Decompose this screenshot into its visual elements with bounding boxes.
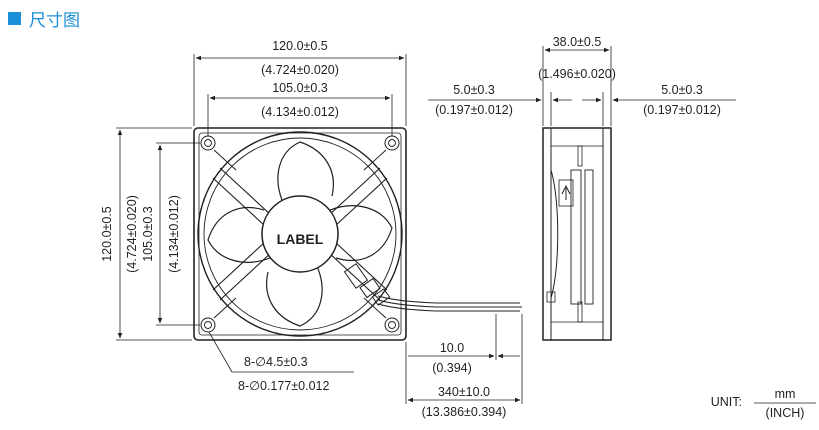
hole-pitch-width-inch: (4.134±0.012) [261, 105, 339, 119]
overall-height-inch: (4.724±0.020) [125, 195, 139, 273]
fan-frame-outer [193, 127, 407, 341]
side-outline [542, 127, 612, 341]
overall-width-mm: 120.0±0.5 [272, 39, 328, 53]
flange-left-mm: 5.0±0.3 [453, 83, 495, 97]
fan-label-text: LABEL [277, 231, 324, 247]
fan-frame-inner [198, 132, 402, 336]
flange-right-inch: (0.197±0.012) [643, 103, 721, 117]
section-title: 尺寸图 [29, 10, 80, 31]
fan-shroud-outer [197, 131, 403, 337]
wire-clamp [343, 263, 391, 306]
mounting-holes-mm: 8-∅4.5±0.3 [244, 355, 308, 369]
thickness-inch: (1.496±0.020) [538, 67, 616, 81]
unit-bottom: (INCH) [766, 406, 805, 420]
front-dimension-lines [116, 54, 523, 404]
unit-label: UNIT: [711, 395, 742, 409]
corner-ribs [213, 149, 387, 319]
hole-pitch-height-inch: (4.134±0.012) [167, 195, 181, 273]
section-header: 尺寸图 [8, 6, 80, 31]
lead-wires [377, 295, 522, 312]
overall-height-mm: 120.0±0.5 [100, 206, 114, 262]
fan-hub [261, 195, 339, 273]
flange-left-inch: (0.197±0.012) [435, 103, 513, 117]
fan-side-view [542, 127, 612, 341]
side-dimension-lines [428, 46, 736, 126]
fan-blades [207, 141, 393, 327]
unit-top: mm [775, 387, 796, 401]
fan-shroud-inner [203, 137, 397, 331]
flange-right-mm: 5.0±0.3 [661, 83, 703, 97]
hole-pitch-height-mm: 105.0±0.3 [141, 206, 155, 262]
overall-width-inch: (4.724±0.020) [261, 63, 339, 77]
lead-length-inch: (13.386±0.394) [422, 405, 507, 419]
thickness-mm: 38.0±0.5 [553, 35, 602, 49]
mounting-holes-inch: 8-∅0.177±0.012 [238, 379, 329, 393]
lead-strip-inch: (0.394) [432, 361, 472, 375]
square-icon [8, 11, 21, 25]
lead-strip-mm: 10.0 [440, 341, 464, 355]
support-spokes [212, 167, 388, 301]
fan-front-view [193, 127, 407, 341]
lead-length-mm: 340±10.0 [438, 385, 490, 399]
hole-pitch-width-mm: 105.0±0.3 [272, 81, 328, 95]
